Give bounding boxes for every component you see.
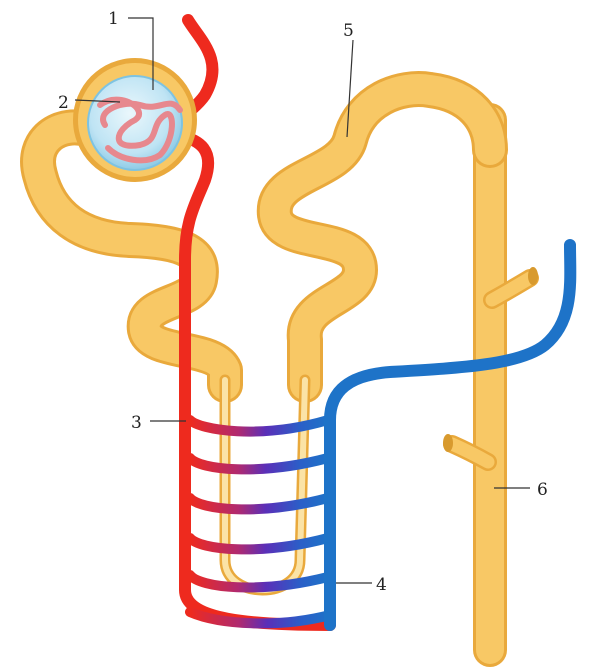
label-3: 3 bbox=[131, 413, 142, 433]
label-6: 6 bbox=[537, 480, 548, 500]
collecting-duct bbox=[443, 120, 538, 650]
label-2: 2 bbox=[58, 93, 69, 113]
loop-of-henle bbox=[225, 380, 305, 590]
distal-convoluted-tubule bbox=[275, 89, 490, 385]
label-4: 4 bbox=[376, 575, 387, 595]
label-1: 1 bbox=[108, 9, 119, 29]
label-5: 5 bbox=[343, 21, 354, 41]
